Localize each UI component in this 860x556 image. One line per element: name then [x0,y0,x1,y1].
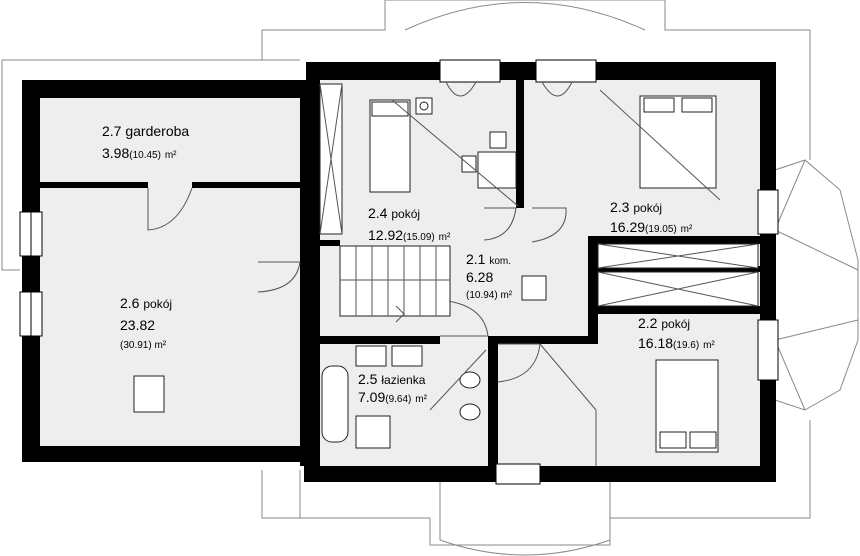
room-label-2-1: 2.1 kom. 6.28 (10.94) m² [466,251,513,301]
svg-text:2.7 garderoba: 2.7 garderoba [102,123,189,139]
svg-text:2.6 pokój: 2.6 pokój [120,295,172,311]
svg-text:(30.91) m²: (30.91) m² [120,340,167,351]
svg-text:(10.94) m²: (10.94) m² [466,290,513,301]
room-label-2-2: 2.2 pokój 16.18(19.6) m² [638,315,715,351]
sink-icon [355,345,387,367]
room-label-2-4: 2.4 pokój 12.92(15.09) m² [368,205,451,243]
svg-text:6.28: 6.28 [466,269,493,285]
svg-text:3.98(10.45) m²: 3.98(10.45) m² [102,145,177,161]
closets [319,83,759,307]
svg-text:2.2 pokój: 2.2 pokój [638,315,690,331]
sink-icon [391,345,423,367]
svg-text:16.18(19.6) m²: 16.18(19.6) m² [638,335,715,351]
toilet-icon [459,371,481,389]
svg-text:7.09(9.64) m²: 7.09(9.64) m² [358,389,428,405]
svg-text:12.92(15.09) m²: 12.92(15.09) m² [368,227,451,243]
svg-text:2.4 pokój: 2.4 pokój [368,205,420,221]
room-label-2-7: 2.7 garderoba 3.98(10.45) m² [102,123,189,161]
svg-text:2.5 łazienka: 2.5 łazienka [358,371,426,387]
svg-text:16.29(19.05) m²: 16.29(19.05) m² [610,219,693,235]
svg-text:2.3 pokój: 2.3 pokój [610,199,662,215]
bathtub-icon [321,365,349,443]
desk-icon [477,151,517,189]
room-label-2-6: 2.6 pokój 23.82 (30.91) m² [120,295,172,351]
staircase [339,245,451,323]
furniture [133,89,721,466]
room-label-2-3: 2.3 pokój 16.29(19.05) m² [610,199,693,235]
svg-text:2.1 kom.: 2.1 kom. [466,251,511,267]
windows [19,59,779,485]
svg-text:23.82: 23.82 [120,317,155,333]
room-label-2-5: 2.5 łazienka 7.09(9.64) m² [358,371,428,405]
